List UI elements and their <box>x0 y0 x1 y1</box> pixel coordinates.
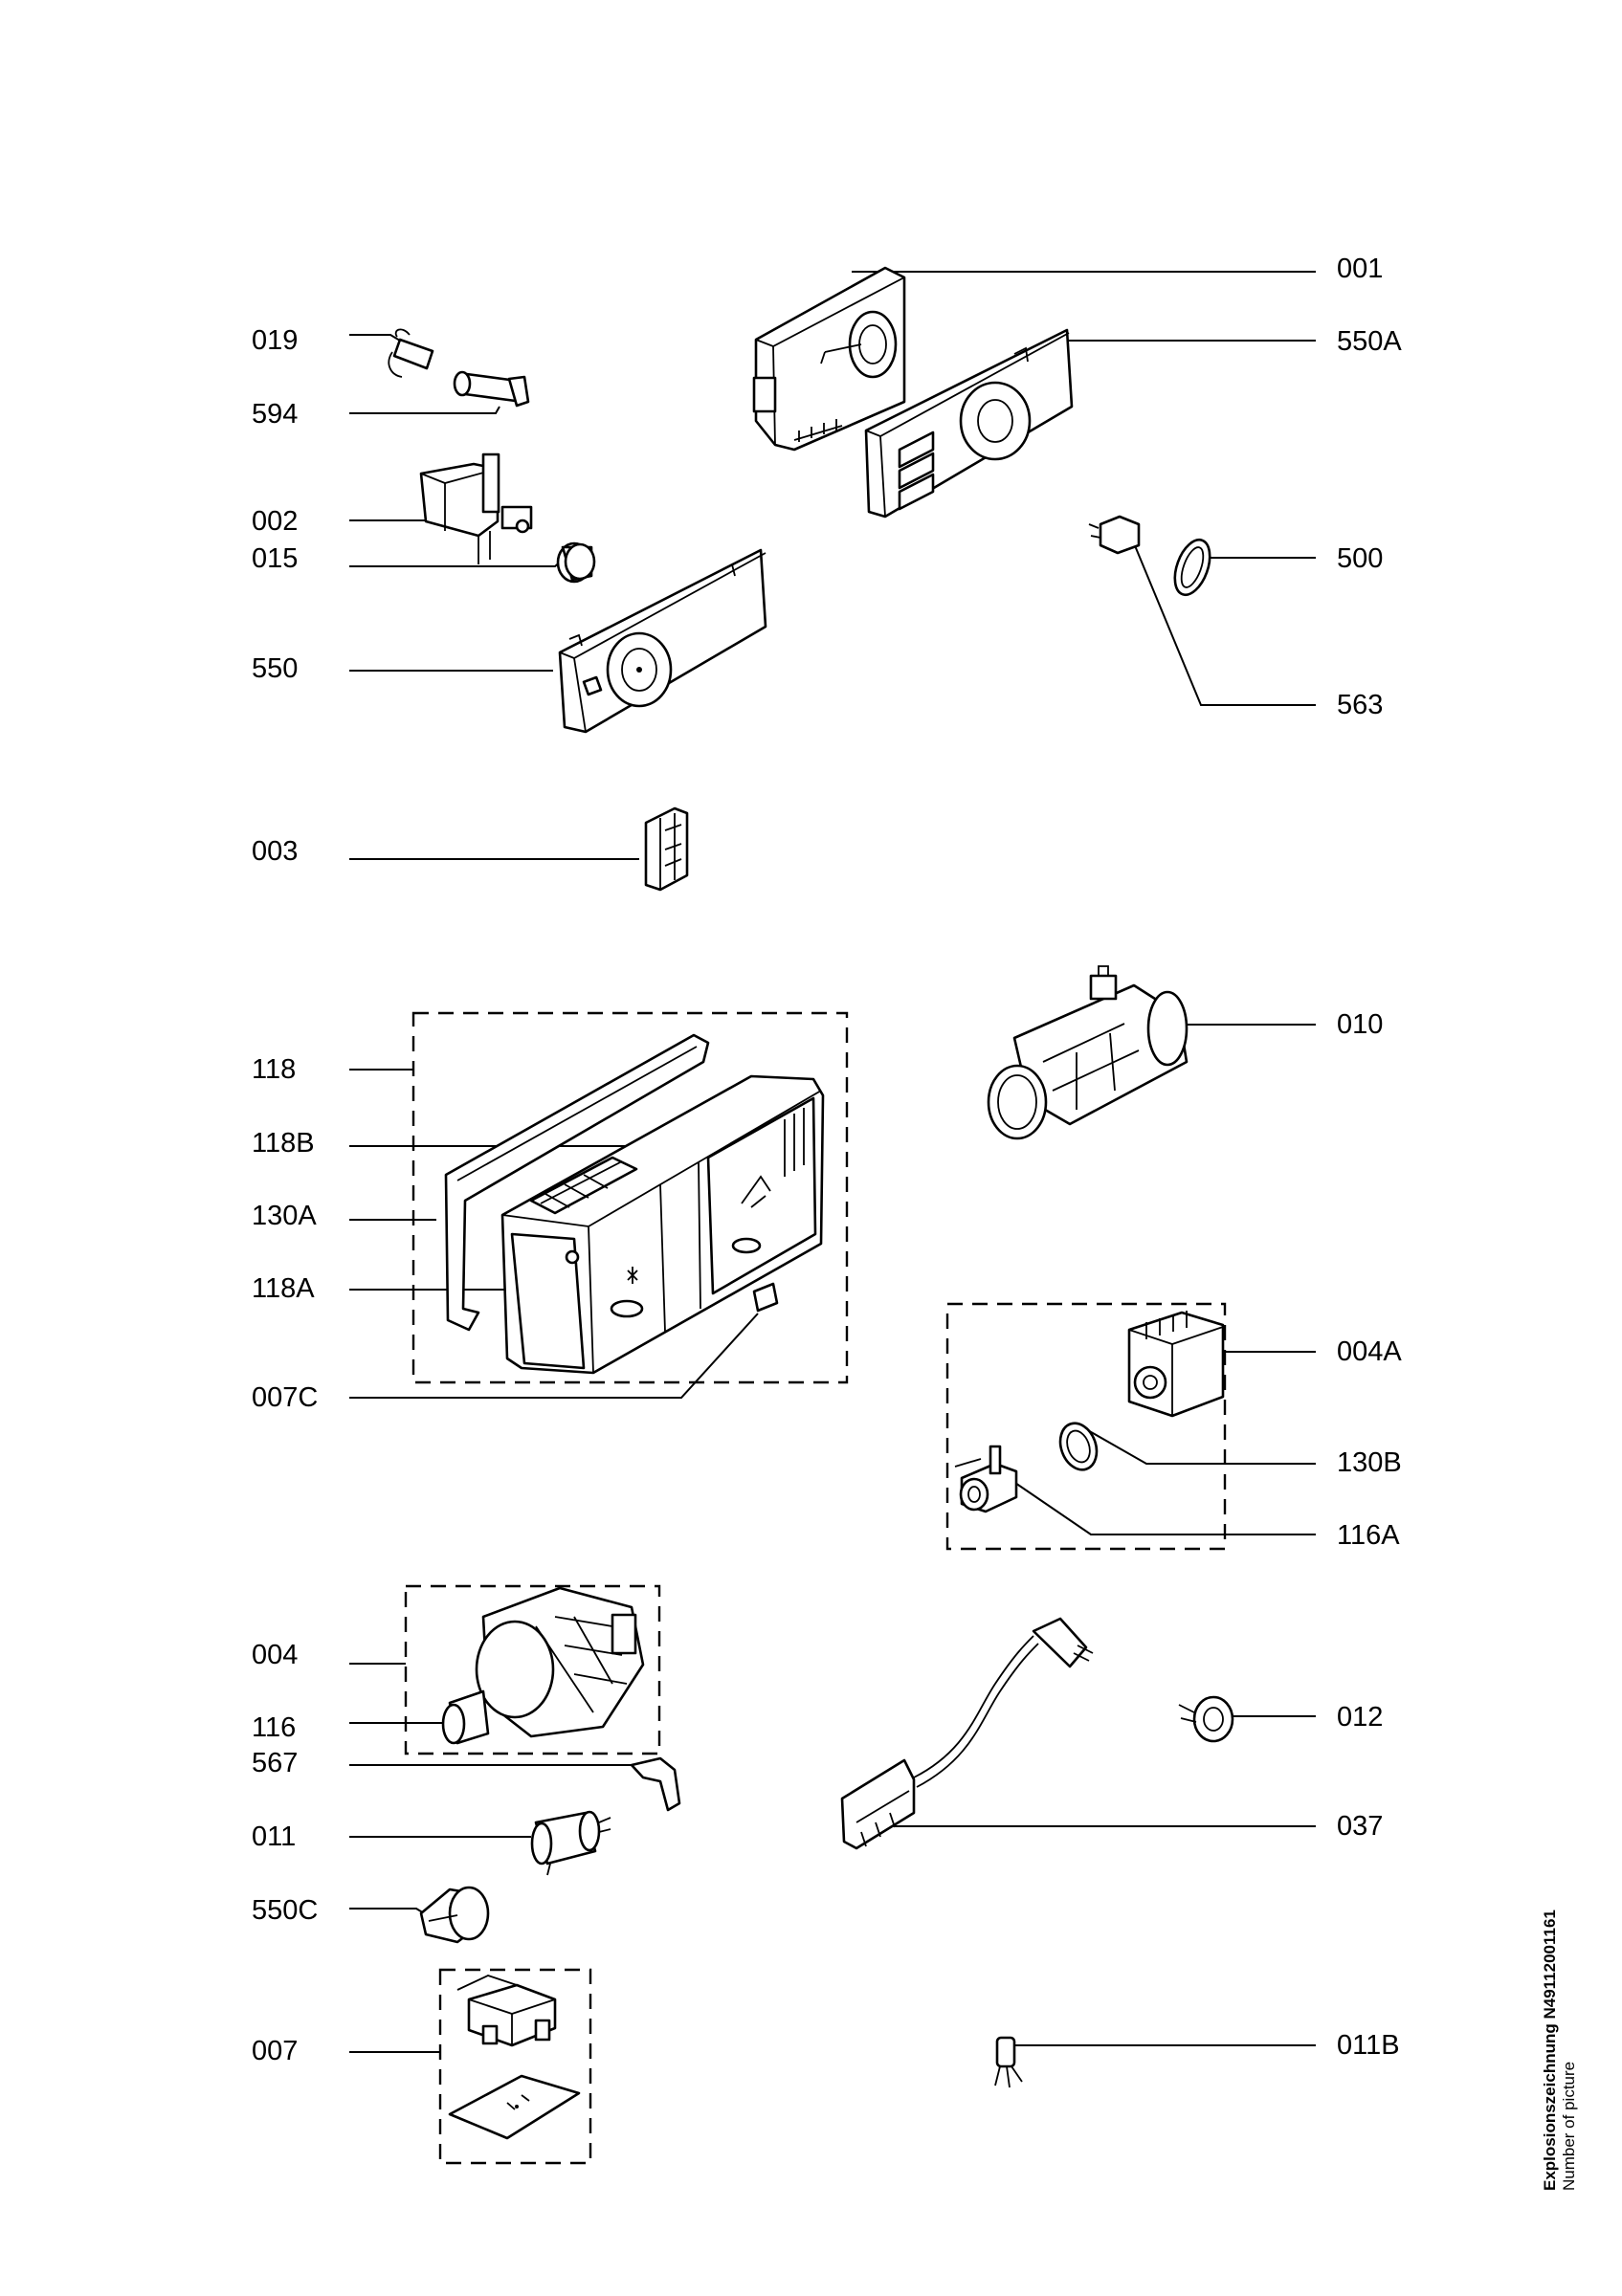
label-004: 004 <box>252 1640 299 1670</box>
group-frame-004 <box>404 1584 661 1755</box>
label-116: 116 <box>252 1712 297 1743</box>
part-567-clip <box>630 1756 681 1812</box>
leader-019 <box>349 334 401 342</box>
part-563-switch <box>1088 515 1141 555</box>
label-015: 015 <box>252 543 299 574</box>
label-019: 019 <box>252 325 299 356</box>
label-007: 007 <box>252 2036 299 2066</box>
label-563: 563 <box>1337 690 1384 720</box>
label-550C: 550C <box>252 1895 319 1926</box>
part-015-knob <box>556 541 596 584</box>
leader-lines <box>349 334 764 2053</box>
part-116A-valve <box>954 1445 1018 1513</box>
leader-130B <box>1078 1424 1316 1465</box>
label-130B: 130B <box>1337 1447 1402 1478</box>
label-037: 037 <box>1337 1811 1384 1842</box>
label-001: 001 <box>1337 254 1384 284</box>
picture-number-subtitle: Number of picture <box>1559 2061 1578 2191</box>
label-550: 550 <box>252 653 299 684</box>
group-frame-118 <box>411 1011 849 1384</box>
group-frame-007 <box>438 1968 592 2165</box>
leader-550C <box>349 1908 430 1917</box>
part-003-bracket <box>644 806 689 892</box>
label-002: 002 <box>252 506 299 537</box>
leader-594 <box>349 406 500 414</box>
part-011B-suppressor <box>994 2036 1023 2088</box>
label-567: 567 <box>252 1748 299 1778</box>
leader-015 <box>349 559 564 567</box>
part-007-switch <box>448 1975 581 2140</box>
label-012: 012 <box>1337 1702 1384 1733</box>
leader-116A <box>1011 1480 1316 1535</box>
part-011-capacitor <box>530 1810 611 1876</box>
leader-lines-right <box>852 271 1316 2046</box>
part-037-mains-cable <box>840 1617 1094 1850</box>
picture-number-note: Explosionszeichnung N49112001161 Number … <box>1541 1910 1578 2191</box>
group-frame-004a <box>945 1302 1227 1551</box>
part-550C-knob <box>419 1886 490 1944</box>
part-002-switch <box>419 453 533 564</box>
picture-number-title: Explosionszeichnung N49112001161 <box>1541 1910 1559 2191</box>
part-500-ring <box>1173 538 1211 597</box>
label-010: 010 <box>1337 1009 1384 1040</box>
label-594: 594 <box>252 399 299 430</box>
label-116A: 116A <box>1337 1520 1400 1551</box>
label-011B: 011B <box>1337 2030 1400 2061</box>
part-012-thermostat <box>1178 1695 1234 1743</box>
label-130A: 130A <box>252 1201 317 1231</box>
part-130B-oring <box>1058 1422 1099 1471</box>
part-004-pump <box>441 1586 645 1745</box>
label-550A: 550A <box>1337 326 1402 357</box>
part-004A-pressure-switch <box>1127 1311 1225 1418</box>
label-500: 500 <box>1337 543 1384 574</box>
leader-007C <box>349 1313 759 1399</box>
part-118-dispenser <box>444 1033 825 1375</box>
label-004A: 004A <box>1337 1336 1402 1367</box>
part-010-heater <box>987 965 1189 1140</box>
label-118: 118 <box>252 1054 297 1085</box>
part-019-clip <box>388 328 434 378</box>
leader-563 <box>1133 542 1316 706</box>
label-007C: 007C <box>252 1382 319 1413</box>
label-118A: 118A <box>252 1273 315 1304</box>
group-frames <box>404 1011 1227 2165</box>
label-118B: 118B <box>252 1128 315 1159</box>
part-550A-panel <box>864 328 1074 519</box>
part-594-cap <box>453 370 530 408</box>
label-003: 003 <box>252 836 299 867</box>
part-550-panel <box>558 548 767 734</box>
part-001-timer <box>752 266 906 452</box>
label-011: 011 <box>252 1821 297 1852</box>
